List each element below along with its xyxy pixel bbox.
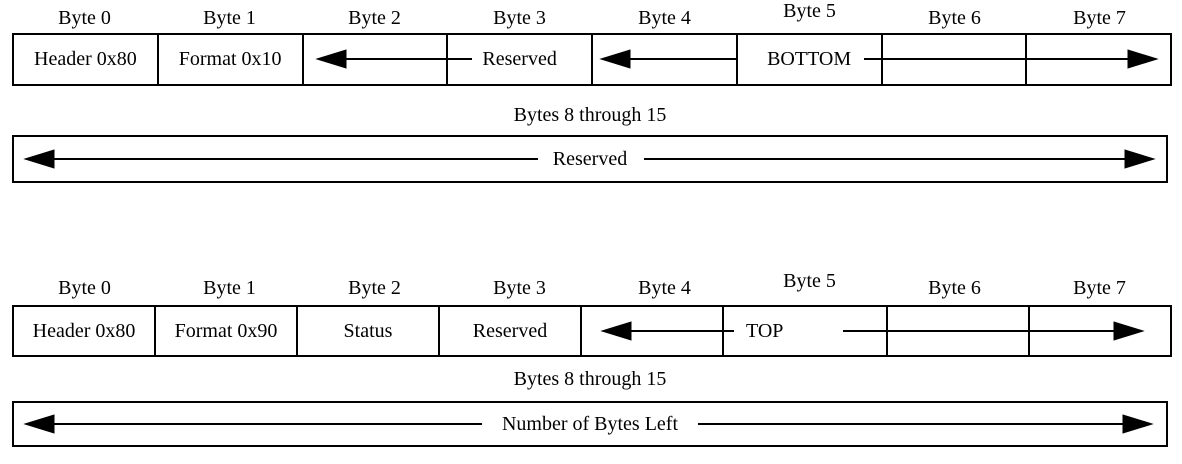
byte-header-label: Byte 4 (638, 7, 691, 29)
frame1-bytes8-15-label: Bytes 8 through 15 (513, 104, 667, 126)
byte-header-label: Byte 5 (783, 0, 836, 22)
field-bottom-bytes4-7: BOTTOM (738, 35, 883, 84)
frame2-bytes8-15-label: Bytes 8 through 15 (513, 368, 667, 390)
field-top-span-cell (888, 307, 1030, 355)
frame2-bytes0-7-row: Header 0x80 Format 0x90 Status Reserved … (12, 305, 1172, 357)
field-bottom-span-cell (1027, 35, 1170, 84)
byte-header-label: Byte 6 (928, 7, 981, 29)
field-top-span-cell (1030, 307, 1170, 355)
field-top-bytes4-7: TOP (724, 307, 888, 355)
field-label: Format 0x10 (178, 48, 282, 70)
field-label: Reserved (552, 147, 628, 170)
byte-header-label: Byte 3 (493, 277, 546, 299)
field-header-0x80: Header 0x80 (14, 35, 159, 84)
byte-header-label: Byte 0 (58, 277, 111, 299)
field-format-0x90: Format 0x90 (156, 307, 298, 355)
byte-header-label: Byte 2 (348, 277, 401, 299)
field-bottom-span-cell (593, 35, 738, 84)
field-status: Status (298, 307, 440, 355)
byte-header-label: Byte 5 (783, 270, 836, 292)
byte-header-label: Byte 4 (638, 277, 691, 299)
field-label: BOTTOM (767, 48, 852, 70)
field-top-span-cell (582, 307, 724, 355)
frame2-byte-headers: Byte 0 Byte 1 Byte 2 Byte 3 Byte 4 Byte … (12, 270, 1172, 300)
byte-header-label: Byte 6 (928, 277, 981, 299)
field-reserved: Reserved (440, 307, 582, 355)
field-label: Status (343, 319, 393, 342)
frame1-byte-headers: Byte 0 Byte 1 Byte 2 Byte 3 Byte 4 Byte … (12, 0, 1172, 30)
field-reserved-bytes2-3: Reserved (448, 35, 593, 84)
field-label: Reserved (482, 48, 557, 70)
frame1-bytes8-15-row: Reserved (12, 135, 1168, 183)
field-label: TOP (746, 319, 784, 342)
field-reserved-span-cell (304, 35, 449, 84)
byte-header-label: Byte 1 (203, 277, 256, 299)
left-arrow-icon (23, 149, 538, 169)
left-arrow-icon (23, 414, 482, 434)
byte-header-label: Byte 2 (348, 7, 401, 29)
field-bottom-span-cell (883, 35, 1028, 84)
frame1-bytes0-7-row: Header 0x80 Format 0x10 Reserved BOTTOM (12, 33, 1172, 86)
field-label: Header 0x80 (34, 48, 137, 70)
byte-header-label: Byte 0 (58, 7, 111, 29)
byte-header-label: Byte 7 (1073, 277, 1126, 299)
frame2-bytes8-15-row: Number of Bytes Left (12, 401, 1168, 447)
field-label: Header 0x80 (32, 319, 136, 342)
byte-header-label: Byte 7 (1073, 7, 1126, 29)
field-label: Format 0x90 (174, 319, 278, 342)
field-format-0x10: Format 0x10 (159, 35, 304, 84)
field-header-0x80: Header 0x80 (14, 307, 156, 355)
byte-header-label: Byte 1 (203, 7, 256, 29)
field-label: Number of Bytes Left (501, 412, 679, 435)
right-arrow-icon (644, 149, 1156, 169)
byte-header-label: Byte 3 (493, 7, 546, 29)
right-arrow-icon (698, 414, 1154, 434)
field-label: Reserved (472, 319, 548, 342)
